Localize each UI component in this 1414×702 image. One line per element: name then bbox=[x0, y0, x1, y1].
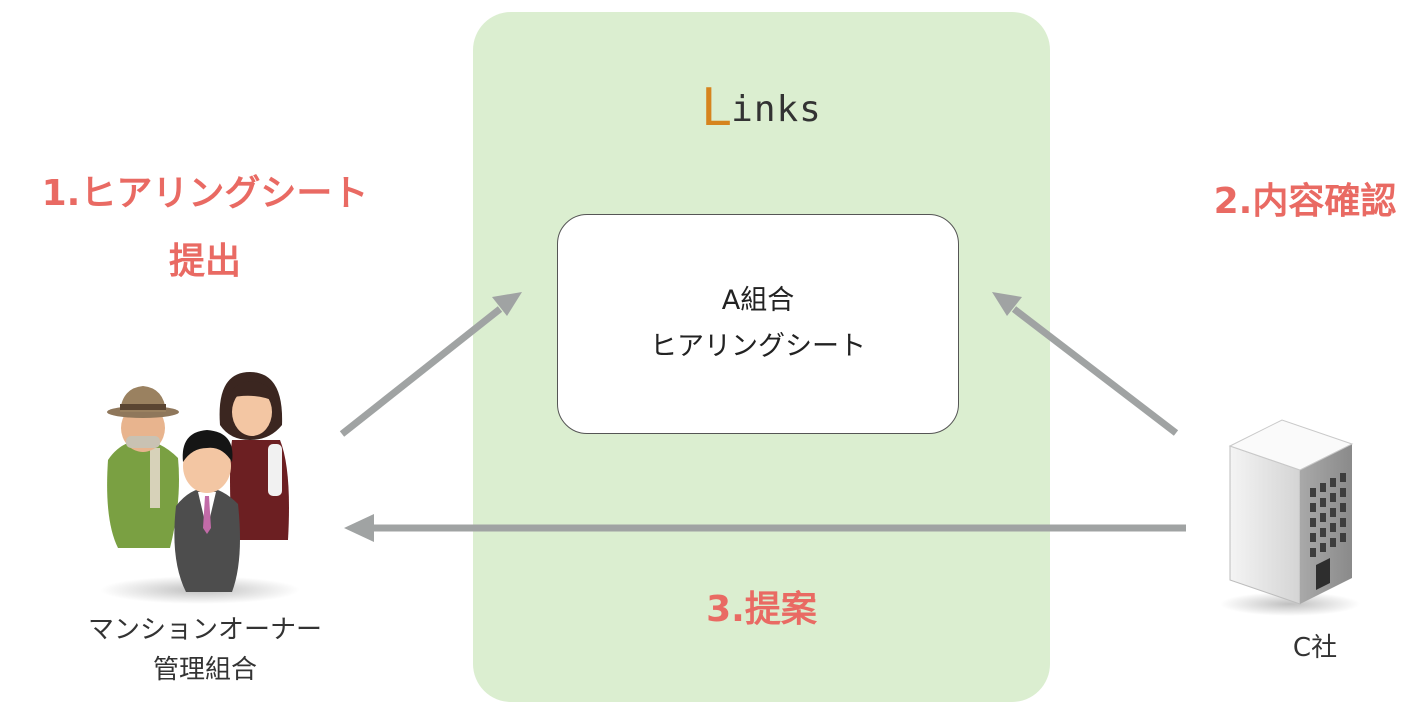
links-logo-initial: L bbox=[701, 78, 732, 138]
step-1-line-2: 提出 bbox=[168, 241, 241, 283]
owner-caption-line-1: マンションオーナー bbox=[87, 615, 322, 645]
arrow-confirm bbox=[992, 292, 1179, 436]
office-building-icon bbox=[1220, 419, 1360, 616]
people-group-icon bbox=[100, 372, 300, 604]
step-1-label: 1.ヒアリングシート 提出 bbox=[0, 160, 410, 297]
links-logo-rest: inks bbox=[731, 89, 822, 130]
company-caption: C社 bbox=[1292, 633, 1338, 663]
owner-caption: マンションオーナー 管理組合 bbox=[40, 610, 370, 690]
step-1-line-1: 1.ヒアリングシート bbox=[41, 173, 369, 214]
hearing-sheet-title: ヒアリングシート bbox=[650, 331, 866, 362]
arrow-submit bbox=[339, 292, 522, 437]
step-3-label: 3.提案 bbox=[706, 589, 817, 630]
hearing-sheet-owner-label: A組合 bbox=[721, 285, 795, 316]
step-2-label: 2.内容確認 bbox=[1213, 181, 1397, 222]
owner-caption-line-2: 管理組合 bbox=[152, 655, 257, 685]
links-logo: Links bbox=[473, 78, 1050, 138]
arrow-proposal bbox=[344, 514, 1186, 542]
hearing-sheet-card: A組合 ヒアリングシート bbox=[557, 214, 959, 434]
